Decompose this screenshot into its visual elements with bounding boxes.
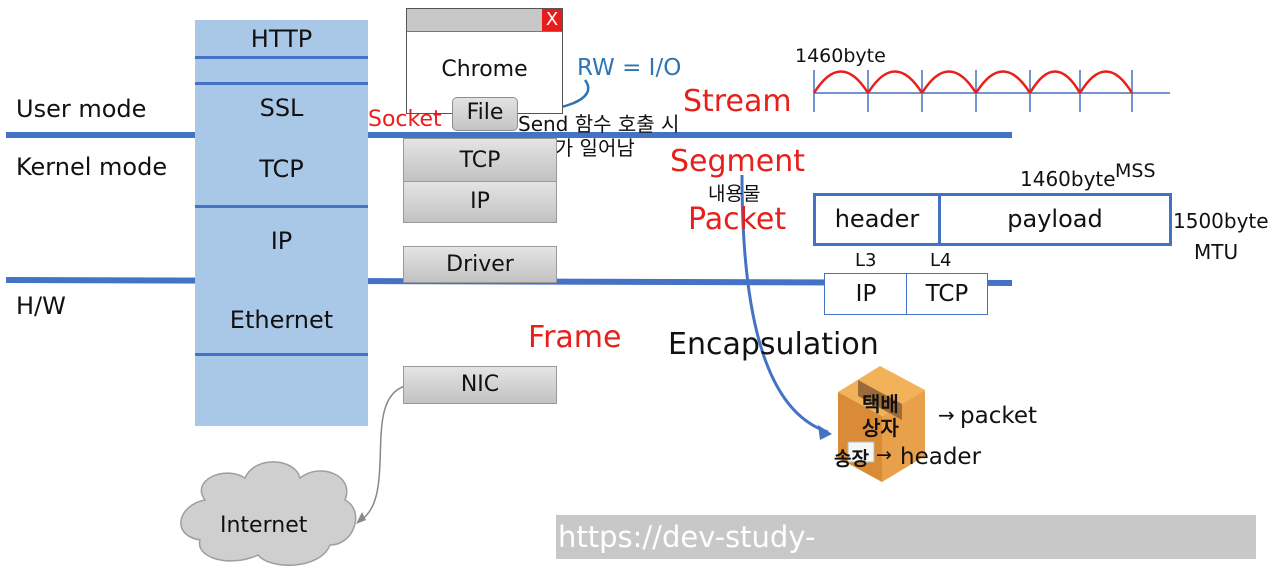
encapsulation-label: Encapsulation [668, 327, 879, 362]
chrome-label: Chrome [441, 57, 528, 82]
stack-ssl: SSL [259, 94, 304, 122]
box-packet-label: packet [960, 403, 1038, 429]
stream-segments-arcs [812, 70, 1134, 94]
box-arrow: → [938, 403, 955, 427]
invoice-header-label: header [900, 444, 982, 470]
window-titlebar [407, 9, 562, 32]
stream-label: Stream [683, 84, 792, 119]
watermark-url: https://dev-study-501.tistory.com/manage… [556, 515, 1256, 559]
invoice-label: 송장 [834, 448, 869, 470]
nic-internet-arrow [357, 385, 406, 523]
header-box: header [813, 193, 941, 246]
rw-io-label: RW = I/O [577, 55, 682, 81]
send-note: Send 함수 호출 시 분해가 일어남 [518, 112, 679, 160]
chrome-window: X Chrome [406, 8, 563, 114]
segment-label: Segment [670, 144, 805, 179]
stream-size-label: 1460byte [795, 45, 886, 67]
stack-ethernet: Ethernet [229, 306, 334, 334]
content-label: 내용물 [708, 183, 761, 205]
l4-tcp-box: TCP [906, 273, 988, 315]
kernel-mode-label: Kernel mode [16, 153, 168, 181]
nic-box: NIC [403, 366, 557, 404]
driver-box: Driver [403, 246, 557, 283]
mss-size: 1460byte [1020, 167, 1116, 191]
protocol-stack [195, 20, 368, 426]
internet-label: Internet [220, 513, 308, 538]
mtu-label: MTU [1194, 240, 1239, 264]
l4-label: L4 [930, 250, 952, 271]
file-button[interactable]: File [452, 97, 518, 131]
stack-tcp: TCP [259, 155, 304, 183]
user-mode-label: User mode [16, 95, 147, 123]
invoice-arrow: → [876, 444, 892, 466]
stack-http: HTTP [250, 25, 313, 53]
kernel-tcp-box: TCP [403, 138, 557, 182]
hw-label: H/W [16, 292, 66, 320]
socket-label: Socket [368, 107, 442, 132]
internet-cloud-shape [180, 461, 357, 566]
send-note-line-1: Send 함수 호출 시 [518, 112, 680, 136]
stack-ip: IP [270, 227, 293, 255]
encapsulation-arrow [740, 174, 829, 434]
mss-label: MSS [1115, 160, 1156, 182]
parcel-box-icon [838, 366, 925, 482]
stream-ticks [813, 70, 1133, 112]
kernel-ip-box: IP [403, 181, 557, 223]
payload-box: payload [938, 193, 1172, 246]
close-icon[interactable]: X [542, 9, 562, 31]
packet-label: Packet [688, 202, 787, 237]
box-label: 택배 상자 [862, 392, 899, 440]
l3-label: L3 [855, 250, 877, 271]
mtu-size: 1500byte [1173, 209, 1269, 233]
frame-label: Frame [528, 320, 622, 355]
l3-ip-box: IP [824, 273, 908, 315]
